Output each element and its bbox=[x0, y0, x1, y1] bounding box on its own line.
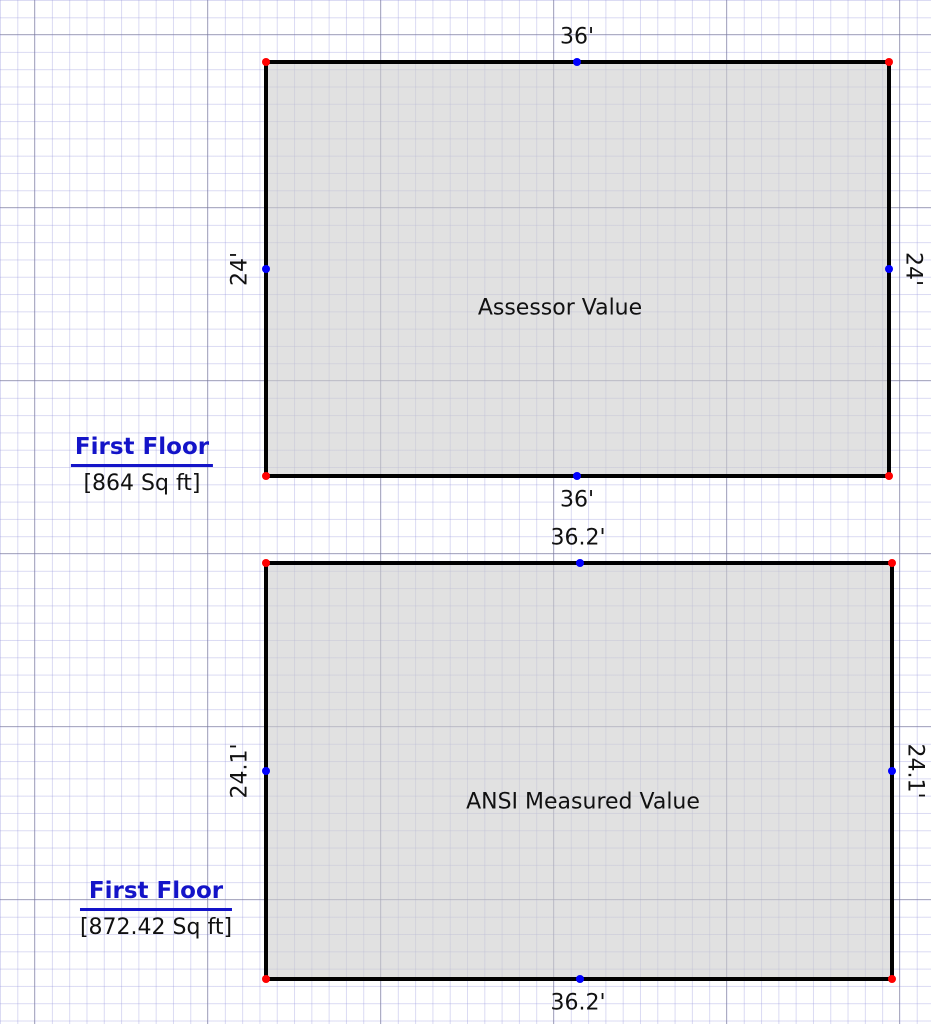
right-dimension: 24' bbox=[900, 251, 926, 287]
ansi-sketch[interactable] bbox=[262, 559, 896, 983]
left-dimension: 24.1' bbox=[227, 743, 253, 799]
corner-point[interactable] bbox=[262, 58, 270, 66]
right-dimension: 24.1' bbox=[902, 743, 928, 799]
midpoint[interactable] bbox=[262, 265, 270, 273]
corner-point[interactable] bbox=[885, 58, 893, 66]
floor-name: First Floor bbox=[70, 434, 214, 467]
room-shape[interactable] bbox=[264, 60, 891, 478]
bottom-dimension: 36.2' bbox=[550, 990, 606, 1016]
room-label: Assessor Value bbox=[477, 295, 643, 321]
top-dimension: 36' bbox=[559, 24, 595, 50]
midpoint[interactable] bbox=[262, 767, 270, 775]
floor-label[interactable]: First Floor [872.42 Sq ft] bbox=[79, 878, 233, 940]
midpoint[interactable] bbox=[573, 472, 581, 480]
corner-point[interactable] bbox=[888, 559, 896, 567]
room-shape[interactable] bbox=[264, 561, 894, 981]
midpoint[interactable] bbox=[885, 265, 893, 273]
midpoint[interactable] bbox=[576, 975, 584, 983]
floor-area: [864 Sq ft] bbox=[83, 471, 201, 496]
midpoint[interactable] bbox=[888, 767, 896, 775]
top-dimension: 36.2' bbox=[550, 525, 606, 551]
floor-label[interactable]: First Floor [864 Sq ft] bbox=[70, 434, 214, 496]
floor-name: First Floor bbox=[79, 878, 233, 911]
room-label: ANSI Measured Value bbox=[466, 789, 700, 815]
corner-point[interactable] bbox=[885, 472, 893, 480]
left-dimension: 24' bbox=[227, 251, 253, 287]
corner-point[interactable] bbox=[262, 975, 270, 983]
corner-point[interactable] bbox=[262, 559, 270, 567]
corner-point[interactable] bbox=[262, 472, 270, 480]
floor-area: [872.42 Sq ft] bbox=[79, 915, 233, 940]
midpoint[interactable] bbox=[576, 559, 584, 567]
bottom-dimension: 36' bbox=[559, 487, 595, 513]
assessor-sketch[interactable] bbox=[262, 58, 893, 480]
corner-point[interactable] bbox=[888, 975, 896, 983]
midpoint[interactable] bbox=[573, 58, 581, 66]
